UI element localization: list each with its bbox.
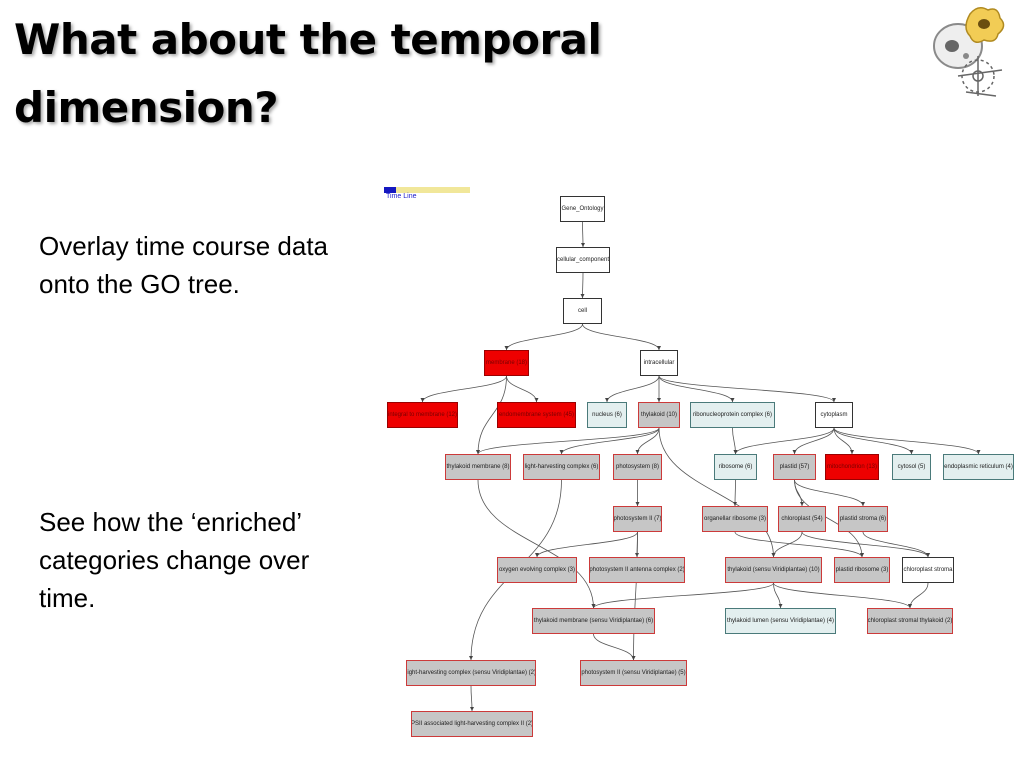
edge-photosystem-ii-to-psii-viridi [631,531,638,661]
edge-plastid-to-plastid-stroma [794,479,865,507]
edge-thylakoid-to-thylakoid-membrane [476,427,660,455]
go-node-lhc-viridi[interactable]: light-harvesting complex (sensu Viridipl… [406,660,536,686]
edge-membrane-to-endomembrane [506,375,539,403]
edge-photosystem-ii-to-oxygen-evolving [535,531,638,558]
bullet-enriched-categories: See how the ‘enriched’ categories change… [39,507,310,613]
edge-lhc-viridi-to-psi-lhc-ii [469,685,474,712]
edge-thylakoid-viridi-to-thylakoid-membrane-viridi [591,582,774,609]
edge-plastid-to-plastid-ribosome [794,479,864,558]
edge-thylakoid-membrane-viridi-to-psii-viridi [593,633,636,661]
go-node-thylakoid-viridi[interactable]: thylakoid (sensu Viridiplantae) (10) [725,557,822,583]
go-node-ribosome[interactable]: ribosome (6) [714,454,757,480]
go-node-organellar-ribosome[interactable]: organellar ribosome (3) [702,506,768,532]
edge-cytoplasm-to-er [833,427,981,455]
edge-plastid-stroma-to-chloroplast-stroma [862,531,930,558]
edge-cellular-component-to-cell [580,272,585,299]
edge-thylakoid-viridi-to-thylakoid-lumen-viridi [773,582,783,609]
go-node-mitochondrion[interactable]: mitochondrion (13) [825,454,879,480]
timeline-slider[interactable] [384,187,470,193]
edge-thylakoid-to-photosystem [635,427,660,455]
edge-cytoplasm-to-mitochondrion [833,427,854,455]
go-node-ribonucleoprotein[interactable]: ribonucleoprotein complex (6) [690,402,775,428]
edge-chloroplast-stroma-to-chloroplast-stromal-thylakoid [908,582,929,609]
go-node-plastid-ribosome[interactable]: plastid ribosome (3) [834,557,890,583]
go-node-chloroplast[interactable]: chloroplast (54) [778,506,826,532]
go-node-chloroplast-stroma[interactable]: chloroplast stroma [902,557,954,583]
bullet-overlay-time-course: Overlay time course data onto the GO tre… [39,231,329,299]
go-node-light-harvesting[interactable]: light-harvesting complex (6) [523,454,600,480]
edge-intracellular-to-cytoplasm [658,375,836,403]
go-node-thylakoid-membrane-viridi[interactable]: thylakoid membrane (sensu Viridiplantae)… [532,608,655,634]
edge-membrane-to-thylakoid-membrane [476,375,507,455]
go-node-integral-membrane[interactable]: integral to membrane (12) [387,402,458,428]
go-node-cellular-component[interactable]: cellular_component [556,247,610,273]
go-node-thylakoid-membrane[interactable]: thylakoid membrane (8) [445,454,511,480]
edge-cell-to-intracellular [582,323,661,351]
go-node-chloroplast-stromal-thylakoid[interactable]: chloroplast stromal thylakoid (2) [867,608,953,634]
go-node-membrane[interactable]: membrane (18) [484,350,529,376]
edge-thylakoid-membrane-to-thylakoid-membrane-viridi [477,479,596,609]
go-node-thylakoid[interactable]: thylakoid (10) [638,402,680,428]
go-node-cell[interactable]: cell [563,298,602,324]
go-node-thylakoid-lumen-viridi[interactable]: thylakoid lumen (sensu Viridiplantae) (4… [725,608,836,634]
slide-title: What about the temporal dimension? [14,15,602,132]
edge-ribonucleoprotein-to-ribosome [732,427,738,455]
edge-thylakoid-to-thylakoid-viridi [658,427,776,558]
edge-chloroplast-to-thylakoid-viridi [771,531,803,558]
edge-cytoplasm-to-cytosol [833,427,914,455]
go-node-oxygen-evolving[interactable]: oxygen evolving complex (3) [497,557,577,583]
edge-intracellular-to-nucleus [605,375,660,403]
edge-intracellular-to-ribonucleoprotein [658,375,735,403]
go-node-psii-viridi[interactable]: photosystem II (sensu Viridiplantae) (5) [580,660,687,686]
go-node-photosystem-ii[interactable]: photosystem II (7) [613,506,662,532]
go-node-psi-lhc-ii[interactable]: PSII associated light-harvesting complex… [411,711,533,737]
go-node-gene-ontology[interactable]: Gene_Ontology [560,196,605,222]
cell-logo-icon [933,7,1005,97]
timeline-marker[interactable] [384,187,397,193]
edge-organellar-ribosome-to-plastid-ribosome [734,531,864,558]
go-node-cytosol[interactable]: cytosol (5) [892,454,931,480]
go-node-cytoplasm[interactable]: cytoplasm [815,402,853,428]
go-node-plastid-stroma[interactable]: plastid stroma (6) [838,506,888,532]
edge-thylakoid-to-light-harvesting [559,427,660,455]
go-node-endomembrane[interactable]: endomembrane system (45) [497,402,576,428]
go-node-intracellular[interactable]: intracellular [640,350,678,376]
go-node-psii-antenna[interactable]: photosystem II antenna complex (2) [589,557,685,583]
edge-membrane-to-integral-membrane [420,375,507,403]
edge-ribosome-to-organellar-ribosome [733,479,738,507]
timeline-label: Time Line [386,193,417,200]
edge-gene-ontology-to-cellular-component [580,221,585,248]
edge-chloroplast-to-chloroplast-stroma [801,531,930,558]
go-node-plastid[interactable]: plastid (57) [773,454,816,480]
edge-cell-to-membrane [504,323,583,351]
edge-thylakoid-viridi-to-chloroplast-stromal-thylakoid [773,582,912,609]
go-node-er[interactable]: endoplasmic reticulum (4) [943,454,1014,480]
go-node-nucleus[interactable]: nucleus (6) [587,402,627,428]
edge-plastid-to-chloroplast [794,479,804,507]
edge-cytoplasm-to-ribosome [733,427,835,455]
go-node-photosystem[interactable]: photosystem (8) [613,454,662,480]
edge-cytoplasm-to-plastid [792,427,835,455]
